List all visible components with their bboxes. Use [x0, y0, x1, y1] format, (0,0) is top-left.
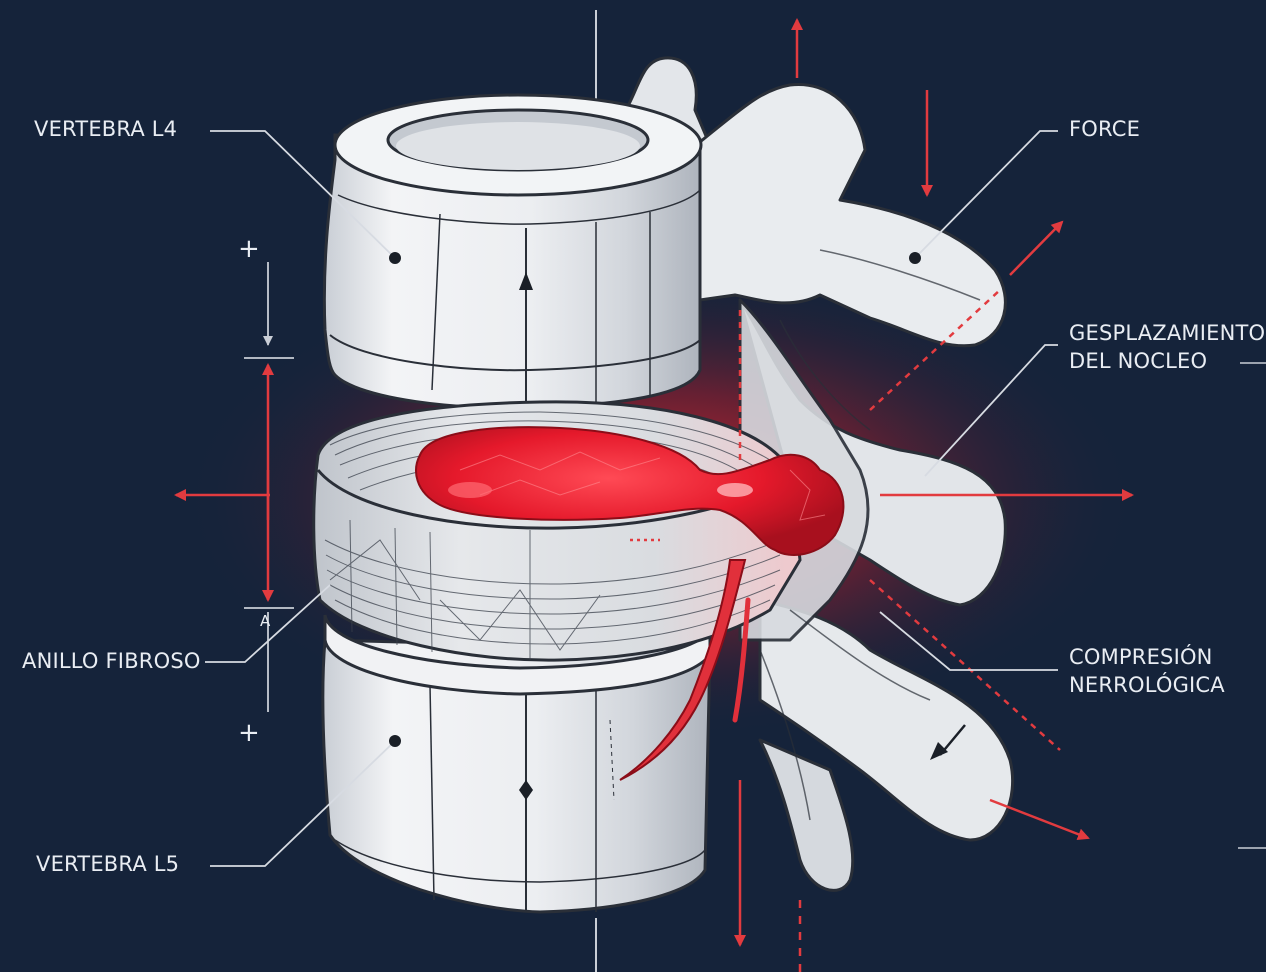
label-desplazamiento: GESPLAZAMIENTO DEL NOCLEO [1069, 320, 1265, 375]
label-vertebra-l5: VERTEBRA L5 [36, 851, 179, 879]
label-vertebra-l4: VERTEBRA L4 [34, 116, 177, 144]
label-compresion-line2: NERROLÓGICA [1069, 672, 1225, 700]
dimension-small-mark: A [260, 612, 270, 632]
dimension-plus-bottom: + [238, 716, 260, 750]
dimension-plus-top: + [238, 232, 260, 266]
label-anillo-fibroso: ANILLO FIBROSO [22, 648, 201, 676]
label-desplazamiento-line2: DEL NOCLEO [1069, 348, 1265, 376]
vertebra-l4-body [324, 95, 701, 410]
label-compresion-line1: COMPRESIÓN [1069, 644, 1225, 672]
label-force: FORCE [1069, 116, 1140, 144]
label-desplazamiento-line1: GESPLAZAMIENTO [1069, 320, 1265, 348]
label-compresion: COMPRESIÓN NERROLÓGICA [1069, 644, 1225, 699]
